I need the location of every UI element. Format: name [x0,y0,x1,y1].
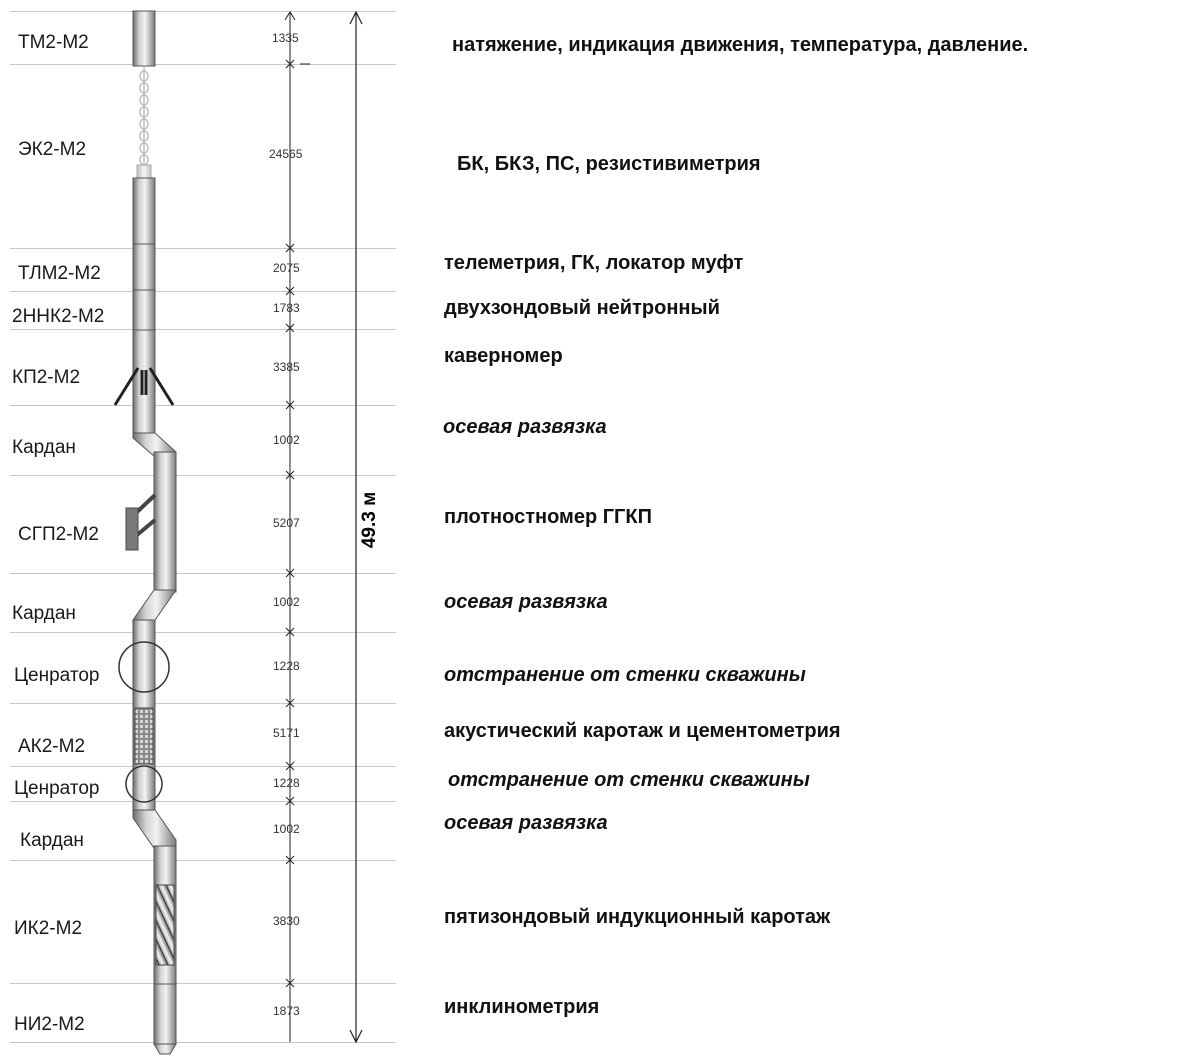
module-length-centralizer-2: 1228 [273,776,300,790]
separator-line [10,573,396,574]
separator-line [10,475,396,476]
module-desc-2nnk2: двухзондовый нейтронный [444,297,720,319]
module-desc-centralizer-2: отстранение от стенки скважины [448,769,810,791]
separator-line [10,64,396,65]
module-name-kp2: КП2-М2 [12,367,81,388]
sgp2-pad [125,493,157,551]
module-name-centralizer-1: Ценратор [14,665,100,686]
module-length-cardan-2: 1002 [273,595,300,609]
separator-line [10,766,396,767]
cardan-2 [132,589,177,621]
separator-line [10,860,396,861]
module-length-sgp2: 5207 [273,516,300,530]
module-desc-cardan-2: осевая развязка [444,591,608,613]
ik2-coils [155,884,175,966]
module-length-tm2: 1335 [272,31,299,45]
dimension-ticks [285,59,295,988]
module-desc-ak2: акустический каротаж и цементометрия [444,720,841,742]
separator-line [10,11,396,12]
module-desc-ek2: БК, БКЗ, ПС, резистивиметрия [457,153,761,175]
module-desc-ni2: инклинометрия [444,996,600,1018]
module-length-centralizer-1: 1228 [273,659,300,673]
nose-cone [153,1043,177,1055]
caliper-arms [113,367,175,406]
module-length-ni2: 1873 [273,1004,300,1018]
module-name-ak2: АК2-М2 [18,736,86,757]
module-desc-ik2: пятизондовый индукционный каротаж [444,906,831,928]
main-body-upper [132,177,156,434]
separator-line [10,405,396,406]
total-dimension-line [349,10,363,1044]
module-name-tm2: ТМ2-М2 [18,32,89,53]
module-length-tlm2: 2075 [273,261,300,275]
module-length-cardan-1: 1002 [273,433,300,447]
module-name-cardan-3: Кардан [20,830,84,851]
separator-line [10,801,396,802]
centralizer-1 [118,641,170,693]
module-desc-tm2: натяжение, индикация движения, температу… [452,34,1029,56]
module-desc-cardan-1: осевая развязка [443,416,607,438]
ek2-neck [136,164,152,180]
module-desc-kp2: каверномер [444,345,563,367]
centralizer-2 [125,765,163,803]
tm2-body [132,10,156,67]
ni2-body [153,983,177,1045]
module-name-2nnk2: 2ННК2-М2 [12,306,105,327]
dimension-line [284,11,310,1042]
module-name-centralizer-2: Ценратор [14,778,100,799]
module-length-ek2: 24565 [269,147,303,161]
module-name-ni2: НИ2-М2 [14,1014,85,1035]
module-name-sgp2: СГП2-М2 [18,524,99,545]
separator-line [10,291,396,292]
module-name-ik2: ИК2-М2 [14,918,83,939]
module-desc-centralizer-1: отстранение от стенки скважины [444,664,806,686]
separator-line [10,632,396,633]
module-name-tlm2: ТЛМ2-М2 [18,263,101,284]
module-desc-sgp2: плотностномер ГГКП [444,506,652,528]
separator-line [10,248,396,249]
cardan-3 [132,809,177,849]
module-length-ik2: 3830 [273,914,300,928]
module-desc-cardan-3: осевая развязка [444,812,608,834]
module-name-ek2: ЭК2-М2 [18,139,87,160]
separator-line [10,1042,396,1043]
total-length-label: 49.3 м [359,491,380,549]
ek2-chain [139,66,149,170]
module-length-cardan-3: 1002 [273,822,300,836]
module-length-ak2: 5171 [273,726,300,740]
separator-line [10,983,396,984]
ak2-grid [134,707,154,765]
module-name-cardan-1: Кардан [12,437,76,458]
module-length-2nnk2: 1783 [273,301,300,315]
module-length-kp2: 3385 [273,360,300,374]
sgp2-body [153,451,177,593]
module-desc-tlm2: телеметрия, ГК, локатор муфт [444,252,744,274]
separator-line [10,703,396,704]
separator-line [10,329,396,330]
module-name-cardan-2: Кардан [12,603,76,624]
